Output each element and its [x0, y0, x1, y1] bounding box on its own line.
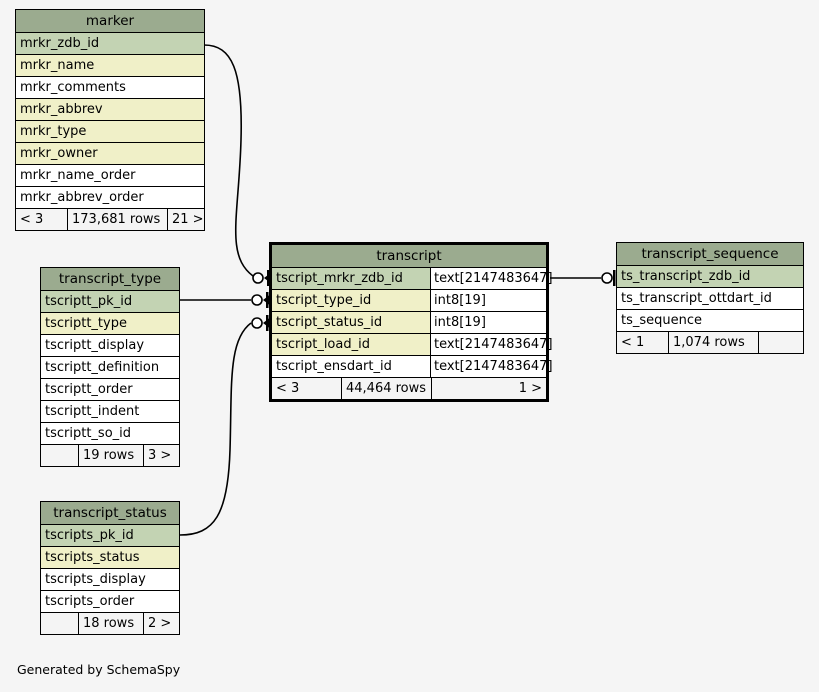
footer-row-count: 44,464 rows — [342, 378, 432, 399]
table-title: transcript_status — [41, 502, 179, 525]
footer-children-link[interactable]: 1 > — [518, 381, 542, 396]
footer-children-link[interactable]: 2 > — [148, 616, 172, 631]
column-name: ts_transcript_zdb_id — [621, 269, 751, 284]
column-name: mrkr_owner — [20, 146, 98, 161]
table-row[interactable]: tscript_ensdart_id text[2147483647] — [272, 356, 553, 378]
footer-row-count: 1,074 rows — [669, 332, 759, 353]
column-name: tscripts_status — [45, 550, 140, 565]
footer-parents-link[interactable]: < 1 — [617, 332, 669, 353]
column-name: tscript_type_id — [276, 293, 372, 308]
column-name: tscript_ensdart_id — [276, 359, 392, 374]
column-name: tscripts_pk_id — [45, 528, 134, 543]
column-name: tscripts_order — [45, 594, 135, 609]
table-row[interactable]: tscriptt_indent — [41, 401, 179, 423]
table-title: transcript_type — [41, 268, 179, 291]
table-transcript[interactable]: transcript tscript_mrkr_zdb_id text[2147… — [269, 242, 553, 402]
edge-transcript-status-to-transcript — [179, 315, 271, 536]
table-row[interactable]: mrkr_abbrev_order — [16, 187, 204, 209]
table-row[interactable]: mrkr_abbrev — [16, 99, 204, 121]
table-row[interactable]: tscripts_status — [41, 547, 179, 569]
table-title: transcript_sequence — [617, 243, 803, 266]
edge-transcript-to-transcript-sequence — [550, 270, 616, 286]
table-row[interactable]: tscriptt_display — [41, 335, 179, 357]
column-name: tscriptt_display — [45, 338, 145, 353]
footer-parents-link[interactable]: < 3 — [272, 378, 342, 399]
table-row[interactable]: tscriptt_so_id — [41, 423, 179, 445]
table-row[interactable]: tscript_status_id int8[19] — [272, 312, 546, 334]
table-row[interactable]: tscriptt_order — [41, 379, 179, 401]
footer-children-link[interactable] — [759, 332, 803, 353]
footer-parents-link[interactable] — [41, 613, 79, 634]
table-row[interactable]: mrkr_owner — [16, 143, 204, 165]
footer-children-link[interactable]: 21 > — [172, 212, 204, 227]
table-footer: < 3 44,464 rows 1 > — [272, 378, 546, 399]
table-marker[interactable]: marker mrkr_zdb_id mrkr_name mrkr_commen… — [15, 9, 205, 231]
table-transcript-status[interactable]: transcript_status tscripts_pk_id tscript… — [40, 501, 180, 635]
table-title: marker — [16, 10, 204, 33]
table-row[interactable]: mrkr_comments — [16, 77, 204, 99]
column-name: tscripts_display — [45, 572, 146, 587]
table-row[interactable]: tscripts_pk_id — [41, 525, 179, 547]
column-name: tscriptt_indent — [45, 404, 140, 419]
column-name: mrkr_comments — [20, 80, 126, 95]
footer-parents-link[interactable]: < 3 — [16, 209, 68, 230]
table-footer: < 3 173,681 rows 21 > — [16, 209, 204, 230]
column-type: text[2147483647] — [430, 334, 553, 355]
table-transcript-sequence[interactable]: transcript_sequence ts_transcript_zdb_id… — [616, 242, 804, 354]
column-name: mrkr_name — [20, 58, 95, 73]
table-row[interactable]: tscripts_display — [41, 569, 179, 591]
footer-row-count: 19 rows — [79, 445, 144, 466]
column-name: ts_sequence — [621, 313, 703, 328]
footer-children-link[interactable]: 3 > — [148, 448, 172, 463]
table-row[interactable]: mrkr_type — [16, 121, 204, 143]
table-row[interactable]: mrkr_name — [16, 55, 204, 77]
column-type: text[2147483647] — [430, 268, 553, 289]
table-footer: 19 rows 3 > — [41, 445, 179, 466]
table-transcript-type[interactable]: transcript_type tscriptt_pk_id tscriptt_… — [40, 267, 180, 467]
table-row[interactable]: tscript_type_id int8[19] — [272, 290, 546, 312]
column-name: mrkr_abbrev — [20, 102, 103, 117]
column-name: tscriptt_definition — [45, 360, 160, 375]
column-name: mrkr_abbrev_order — [20, 190, 144, 205]
column-name: mrkr_name_order — [20, 168, 136, 183]
column-type: text[2147483647] — [430, 356, 553, 377]
column-type: int8[19] — [430, 312, 546, 333]
edge-transcript-type-to-transcript — [180, 292, 271, 308]
footer-row-count: 18 rows — [79, 613, 144, 634]
column-type: int8[19] — [430, 290, 546, 311]
table-row[interactable]: ts_transcript_ottdart_id — [617, 288, 803, 310]
column-name: tscriptt_order — [45, 382, 133, 397]
column-name: tscript_mrkr_zdb_id — [276, 271, 403, 286]
table-row[interactable]: ts_sequence — [617, 310, 803, 332]
column-name: tscriptt_type — [45, 316, 127, 331]
table-row[interactable]: tscriptt_definition — [41, 357, 179, 379]
table-row[interactable]: mrkr_zdb_id — [16, 33, 204, 55]
table-row[interactable]: tscriptt_type — [41, 313, 179, 335]
table-row[interactable]: tscript_mrkr_zdb_id text[2147483647] — [272, 268, 553, 290]
footer-parents-link[interactable] — [41, 445, 79, 466]
column-name: tscript_load_id — [276, 337, 370, 352]
table-row[interactable]: mrkr_name_order — [16, 165, 204, 187]
column-name: tscript_status_id — [276, 315, 383, 330]
table-title: transcript — [272, 245, 546, 268]
table-row[interactable]: tscripts_order — [41, 591, 179, 613]
column-name: mrkr_type — [20, 124, 87, 139]
column-name: ts_transcript_ottdart_id — [621, 291, 772, 306]
edge-marker-to-transcript — [203, 44, 272, 286]
table-row[interactable]: ts_transcript_zdb_id — [617, 266, 803, 288]
table-row[interactable]: tscript_load_id text[2147483647] — [272, 334, 553, 356]
table-footer: < 1 1,074 rows — [617, 332, 803, 353]
generated-by-note: Generated by SchemaSpy — [17, 662, 181, 677]
column-name: tscriptt_so_id — [45, 426, 132, 441]
footer-row-count: 173,681 rows — [68, 209, 168, 230]
table-row[interactable]: tscriptt_pk_id — [41, 291, 179, 313]
table-footer: 18 rows 2 > — [41, 613, 179, 634]
column-name: tscriptt_pk_id — [45, 294, 133, 309]
column-name: mrkr_zdb_id — [20, 36, 100, 51]
